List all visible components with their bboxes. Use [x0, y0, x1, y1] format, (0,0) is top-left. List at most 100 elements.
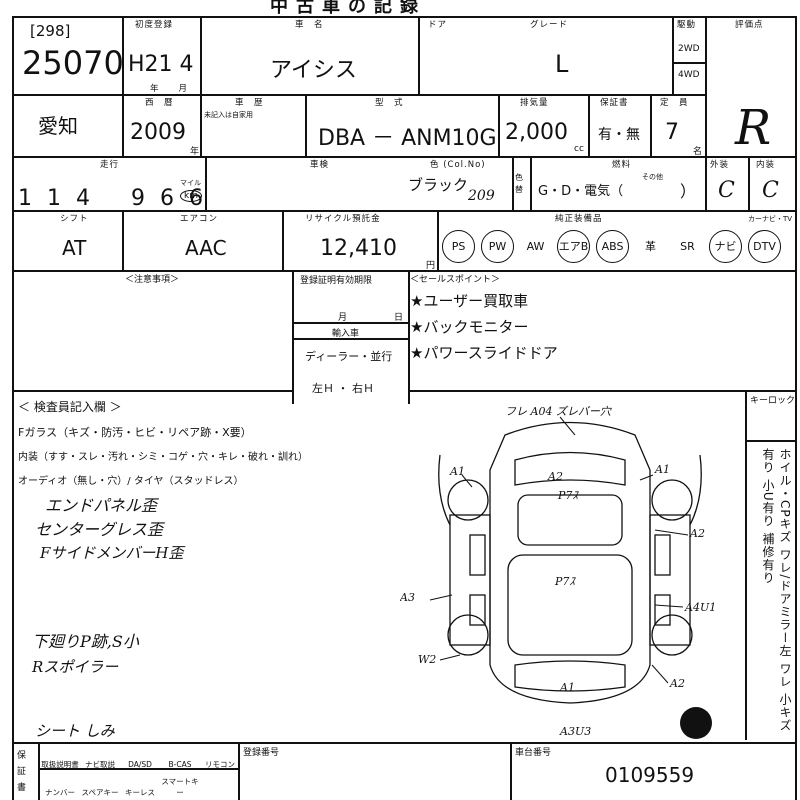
diagram-mark-6: A3 — [400, 591, 415, 604]
fuel-other: その他 — [642, 173, 663, 181]
mileage-label: 走行 — [100, 160, 120, 170]
kt-label: カーナビ・TV — [748, 215, 793, 223]
equipment-6: SR — [680, 240, 695, 253]
inspector-line-3: オーディオ（無し・穴）/ タイヤ（スタッドレス） — [18, 476, 244, 487]
interior-label: 内装 — [756, 160, 776, 170]
recycle: 12,410 — [320, 236, 397, 261]
drive-2wd: 2WD — [678, 44, 700, 54]
inspector-label: ＜ 検査員記入欄 ＞ — [18, 400, 122, 414]
exterior: C — [718, 178, 735, 203]
bottom-row-2: ナンバースペアキーキーレススマートキー — [40, 776, 200, 799]
warranty: 有・無 — [598, 127, 640, 143]
bottom-row1-item-1: ナビ取説 — [85, 760, 115, 769]
bottom-row1-item-4: リモコン — [205, 760, 235, 769]
month-label: 月 — [338, 313, 348, 323]
color-no: 209 — [468, 188, 495, 204]
yen: 円 — [426, 261, 436, 271]
bottom-row2-item-0: ナンバー — [45, 788, 75, 797]
inspector-line-2: 内装（すす・スレ・汚れ・シミ・コゲ・穴・キレ・破れ・訓れ） — [18, 452, 308, 463]
equipment-5: 革 — [645, 240, 656, 253]
equipment-2: AW — [526, 240, 545, 253]
car-name-label: 車 名 — [295, 20, 324, 30]
region: 愛知 — [38, 114, 78, 138]
inspector-line-1: Fガラス（キズ・防汚・ヒビ・リペア跡・X要） — [18, 426, 252, 439]
recycle-label: リサイクル預託金 — [305, 214, 381, 224]
lot-box: [298] — [30, 22, 71, 40]
steering: 左Ｈ ・ 右Ｈ — [312, 382, 374, 395]
hand-note-6: シート しみ — [35, 722, 115, 740]
warranty-label: 保証書 — [600, 98, 629, 108]
displacement: 2,000 — [505, 120, 568, 145]
diagram-mark-2: A1 — [654, 463, 670, 476]
shift: AT — [62, 236, 87, 260]
equipment-8: DTV — [748, 230, 781, 263]
first-reg-label: 初度登録 — [135, 20, 174, 30]
grade: L — [555, 50, 569, 78]
diagram-mark-13: P7ｽ — [554, 575, 576, 588]
hand-note-4: 下廻りP跡,S小 — [32, 632, 139, 651]
diagram-mark-1: フレ A04 ズレバー穴 — [505, 405, 612, 418]
reg-no-label: 登録番号 — [243, 748, 280, 758]
diagram-mark-9: A1 — [559, 681, 575, 694]
fuel-options: G・D・電気（ — [538, 184, 624, 199]
lot-number: 25070 — [22, 44, 124, 82]
sales-point-3: ★パワースライドドア — [410, 344, 558, 362]
diagram-mark-7: A4U1 — [684, 601, 716, 614]
equipment-label: 純正装備品 — [555, 214, 603, 224]
diagram-mark-10: A2 — [669, 677, 685, 690]
sales-point-1: ★ユーザー買取車 — [410, 292, 529, 310]
model: DBA － ANM10G — [318, 126, 497, 151]
bottom-row1-item-2: DA/SD — [128, 760, 152, 769]
score-label: 評価点 — [735, 20, 764, 30]
km-unit: km — [180, 190, 202, 202]
color-label: 色 (Col.No) — [430, 160, 486, 170]
chassis-note: 未記入は自家用 — [204, 111, 253, 119]
import-label: 輸入車 — [332, 329, 360, 339]
chassis-no: 0109559 — [605, 763, 695, 787]
reg-valid-label: 登録証明有効期限 — [300, 276, 373, 286]
equipment-4: ABS — [596, 230, 629, 263]
fuel-close: ） — [680, 182, 697, 201]
mei: 名 — [693, 147, 703, 157]
equipment-3: エアB — [557, 230, 590, 263]
mileage: 1 1 4 9 6 6 — [18, 186, 207, 211]
keyless-label: キーロック — [750, 396, 796, 406]
door-label: ドア — [428, 20, 448, 30]
diagram-mark-5: A2 — [547, 470, 563, 483]
western-year-label: 西 暦 — [145, 98, 174, 108]
mile-unit: マイル — [180, 179, 201, 187]
equipment-0: PS — [442, 230, 475, 263]
aircon: AAC — [185, 236, 227, 260]
diagram-mark-8: W2 — [418, 653, 436, 666]
notes-label: ＜注意事項＞ — [125, 275, 180, 285]
aircon-label: エアコン — [180, 214, 219, 224]
header-title: 中古車の記録 — [270, 0, 426, 17]
drive-label: 駆動 — [677, 20, 697, 30]
car-diagram: フレ A04 ズレバー穴 A1 A2 A1 A2 A3 A4U1 W2 A1 A… — [400, 405, 716, 739]
bottom-row1-item-0: 取扱説明書 — [41, 760, 79, 769]
bottom-left-label: 保証書 — [17, 751, 27, 793]
hand-note-3: FサイドメンバーH歪 — [40, 544, 184, 562]
hand-note-1: エンドパネル歪 — [45, 496, 158, 515]
year-month-label: 年 月 — [150, 84, 189, 94]
fuel-label: 燃料 — [612, 160, 632, 170]
score: R — [735, 100, 772, 156]
sales-point-2: ★バックモニター — [410, 318, 529, 336]
western-year: 2009 — [130, 120, 186, 145]
capacity-label: 定 員 — [660, 98, 689, 108]
sales-label: ＜セールスポイント＞ — [410, 275, 501, 285]
diagram-mark-11: A3U3 — [559, 725, 591, 738]
drive-4wd: 4WD — [678, 70, 700, 80]
chassis-no-label: 車台番号 — [515, 748, 552, 758]
hand-note-2: センターグレス歪 — [35, 520, 164, 539]
bottom-row2-item-1: スペアキー — [81, 788, 119, 797]
shift-label: シフト — [60, 214, 89, 224]
interior: C — [762, 178, 779, 203]
dealer: ディーラー・並行 — [305, 350, 393, 363]
inspection-label: 車検 — [310, 160, 330, 170]
side-vertical-text: ホイル・CPキズ ワレ/ドアミラー左 ワレ 小キズ有り 小U有り 補修有り — [761, 448, 792, 733]
bottom-row2-item-3: スマートキー — [161, 777, 199, 797]
color: ブラック — [408, 176, 469, 194]
exterior-label: 外装 — [710, 160, 730, 170]
